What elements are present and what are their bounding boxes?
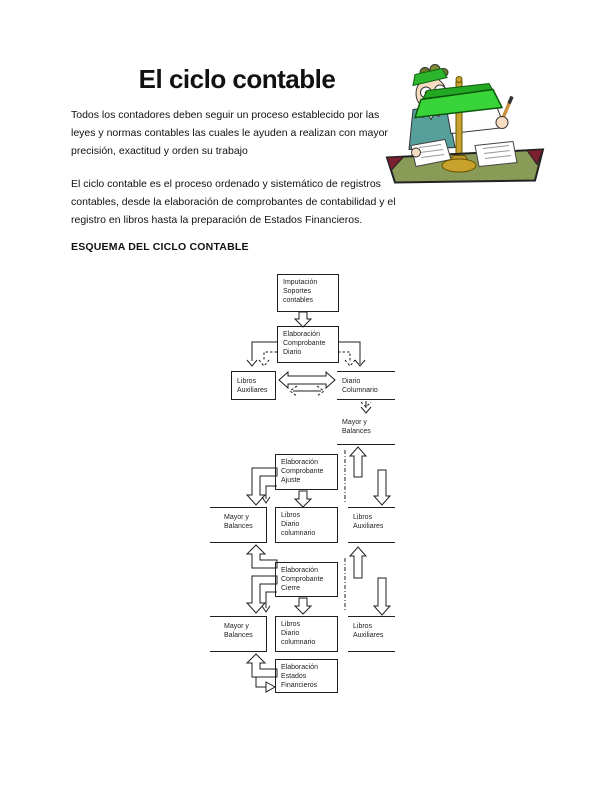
green-visor xyxy=(412,67,448,87)
lamp-shade xyxy=(413,82,504,119)
flow-node-comprobante-cierre: Elaboración Comprobante Cierre xyxy=(275,562,338,597)
accountant-clipart xyxy=(385,64,545,184)
section-heading: ESQUEMA DEL CICLO CONTABLE xyxy=(71,241,249,253)
arrow-both-ways xyxy=(278,370,336,390)
right-hand xyxy=(495,116,509,129)
lamp-base xyxy=(441,155,477,173)
paragraph-line: leyes y normas contables las cuales le a… xyxy=(71,127,388,139)
flow-node-estados-financieros: Elaboración Estados Financieros xyxy=(275,659,338,693)
paragraph-line: El ciclo contable es el proceso ordenado… xyxy=(71,178,381,190)
left-hand xyxy=(411,147,421,158)
page-title: El ciclo contable xyxy=(138,64,336,94)
paragraph-line: precisión, exactitud y orden su trabajo xyxy=(71,145,248,157)
paper-right xyxy=(474,140,518,168)
flow-node-diario-columnario: Diario Columnario xyxy=(337,371,395,400)
flow-node-libros-auxiliares-2: Libros Auxiliares xyxy=(348,507,395,543)
arrow-down-1 xyxy=(293,311,313,328)
definition-paragraph: El ciclo contable es el proceso ordenado… xyxy=(71,175,396,229)
flow-node-mayor-balances-3: Mayor y Balances xyxy=(210,616,267,652)
paragraph-line: Todos los contadores deben seguir un pro… xyxy=(71,109,380,121)
flow-node-libros-auxiliares-top: Libros Auxiliares xyxy=(231,371,276,400)
flow-node-libros-diario-columnario-2: Libros Diario columnario xyxy=(275,616,338,652)
flow-node-imputacion-soportes: Imputación Soportes contables xyxy=(277,274,339,312)
flow-node-comprobante-diario: Elaboración Comprobante Diario xyxy=(277,326,339,363)
paragraph-line: registro en libros hasta la preparación … xyxy=(71,214,363,226)
desk-corner-left xyxy=(386,155,406,172)
flow-node-comprobante-ajuste: Elaboración Comprobante Ajuste xyxy=(275,454,338,490)
intro-paragraph: Todos los contadores deben seguir un pro… xyxy=(71,106,388,160)
desk-corner-right xyxy=(526,148,544,166)
flow-node-mayor-balances-2: Mayor y Balances xyxy=(210,507,267,543)
flow-node-libros-diario-columnario-1: Libros Diario columnario xyxy=(275,507,338,543)
paragraph-line: contables, desde la elaboración de compr… xyxy=(71,196,396,208)
flow-node-libros-auxiliares-3: Libros Auxiliares xyxy=(348,616,395,652)
flow-node-mayor-balances-1: Mayor y Balances xyxy=(337,415,395,445)
